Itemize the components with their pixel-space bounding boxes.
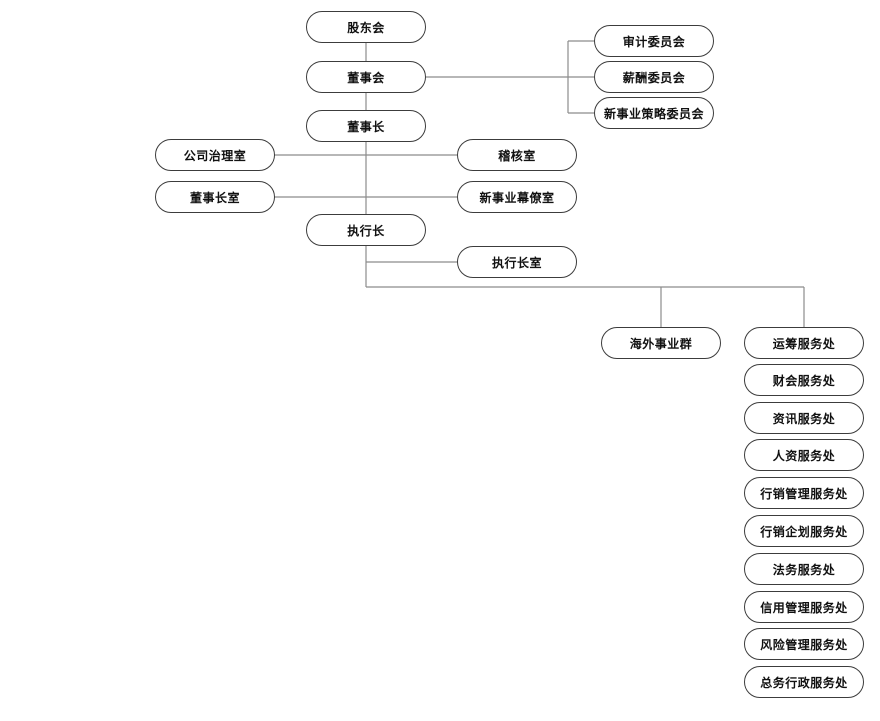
node-new-business-staff-office: 新事业幕僚室: [457, 181, 577, 213]
node-chairman-office: 董事长室: [155, 181, 275, 213]
node-chairman: 董事长: [306, 110, 426, 142]
node-compensation-committee: 薪酬委员会: [594, 61, 714, 93]
node-ceo: 执行长: [306, 214, 426, 246]
node-board: 董事会: [306, 61, 426, 93]
node-audit-committee: 审计委员会: [594, 25, 714, 57]
node-service-division: 风险管理服务处: [744, 628, 864, 660]
node-governance-office: 公司治理室: [155, 139, 275, 171]
node-service-division: 资讯服务处: [744, 402, 864, 434]
node-service-division: 财会服务处: [744, 364, 864, 396]
node-service-division: 行销管理服务处: [744, 477, 864, 509]
node-shareholders: 股东会: [306, 11, 426, 43]
node-service-division: 运筹服务处: [744, 327, 864, 359]
node-service-division: 法务服务处: [744, 553, 864, 585]
node-audit-office: 稽核室: [457, 139, 577, 171]
node-service-division: 人资服务处: [744, 439, 864, 471]
node-service-division: 信用管理服务处: [744, 591, 864, 623]
node-overseas-group: 海外事业群: [601, 327, 721, 359]
node-service-division: 行销企划服务处: [744, 515, 864, 547]
node-service-division: 总务行政服务处: [744, 666, 864, 698]
node-ceo-office: 执行长室: [457, 246, 577, 278]
node-new-business-strategy-committee: 新事业策略委员会: [594, 97, 714, 129]
